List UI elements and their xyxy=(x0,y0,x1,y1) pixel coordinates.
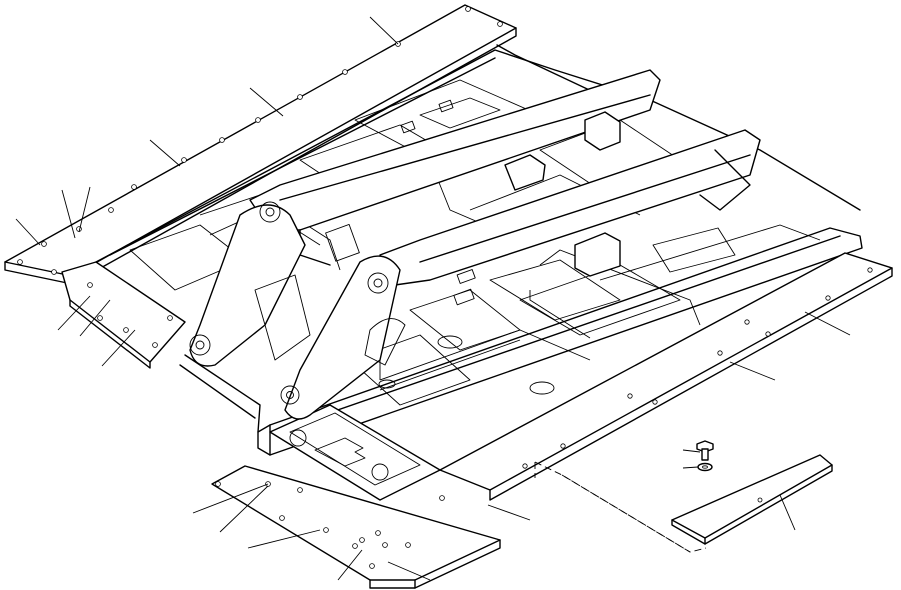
front-bottom-cover-plate xyxy=(211,465,501,589)
mount-brackets xyxy=(400,99,621,306)
explode-guide-lines xyxy=(534,461,707,553)
callout-leader xyxy=(101,329,136,367)
callout-leader xyxy=(15,218,41,246)
callout-leader xyxy=(78,186,91,233)
exploded-access-cover xyxy=(671,454,833,545)
bolt-icon xyxy=(696,440,714,461)
plate-bolt-holes xyxy=(17,6,503,275)
main-frame xyxy=(95,44,863,501)
callout-leader xyxy=(57,295,91,331)
left-lower-cover-plate xyxy=(61,261,186,369)
callout-leader xyxy=(61,189,76,239)
callout-leader xyxy=(682,466,699,469)
callout-leader xyxy=(682,449,701,453)
lift-link-bracket xyxy=(189,201,406,420)
boom-arm-lower xyxy=(379,129,761,286)
callout-leader xyxy=(387,561,431,581)
callout-leader xyxy=(79,299,111,337)
callout-leader xyxy=(149,139,181,167)
callout-leader xyxy=(729,361,776,381)
callout-leader xyxy=(804,311,851,336)
left-upper-cover-plate xyxy=(4,4,517,285)
callout-leader xyxy=(779,494,796,531)
right-rear-cover-plate xyxy=(439,252,893,501)
callout-leader xyxy=(249,87,284,117)
callout-leader xyxy=(192,483,269,514)
callout-leader xyxy=(219,485,269,533)
callout-leader xyxy=(369,16,399,45)
callout-leader xyxy=(337,549,363,581)
callout-leader xyxy=(487,504,531,521)
washer-icon xyxy=(697,462,713,472)
callout-leader xyxy=(247,529,321,549)
callout-leader-lines xyxy=(15,16,851,581)
